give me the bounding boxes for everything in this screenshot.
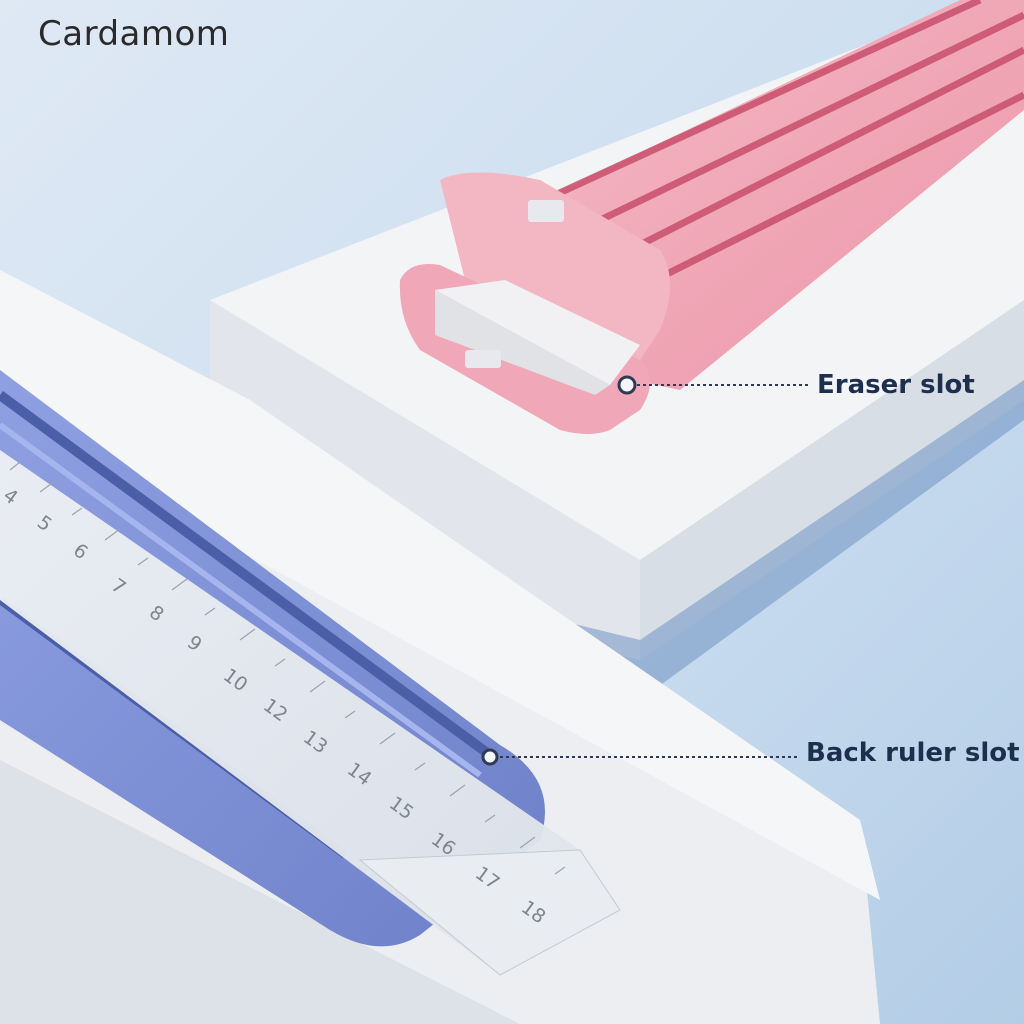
ruler-slot-marker xyxy=(481,748,499,766)
eraser-slot-marker xyxy=(617,375,637,395)
back-ruler-slot-label: Back ruler slot xyxy=(806,738,1020,768)
ruler-ticks xyxy=(9,461,566,875)
brand-logo-text: Cardamom xyxy=(38,14,230,54)
eraser-slot-label: Eraser slot xyxy=(817,370,975,400)
pink-pencil-case xyxy=(399,0,1024,434)
